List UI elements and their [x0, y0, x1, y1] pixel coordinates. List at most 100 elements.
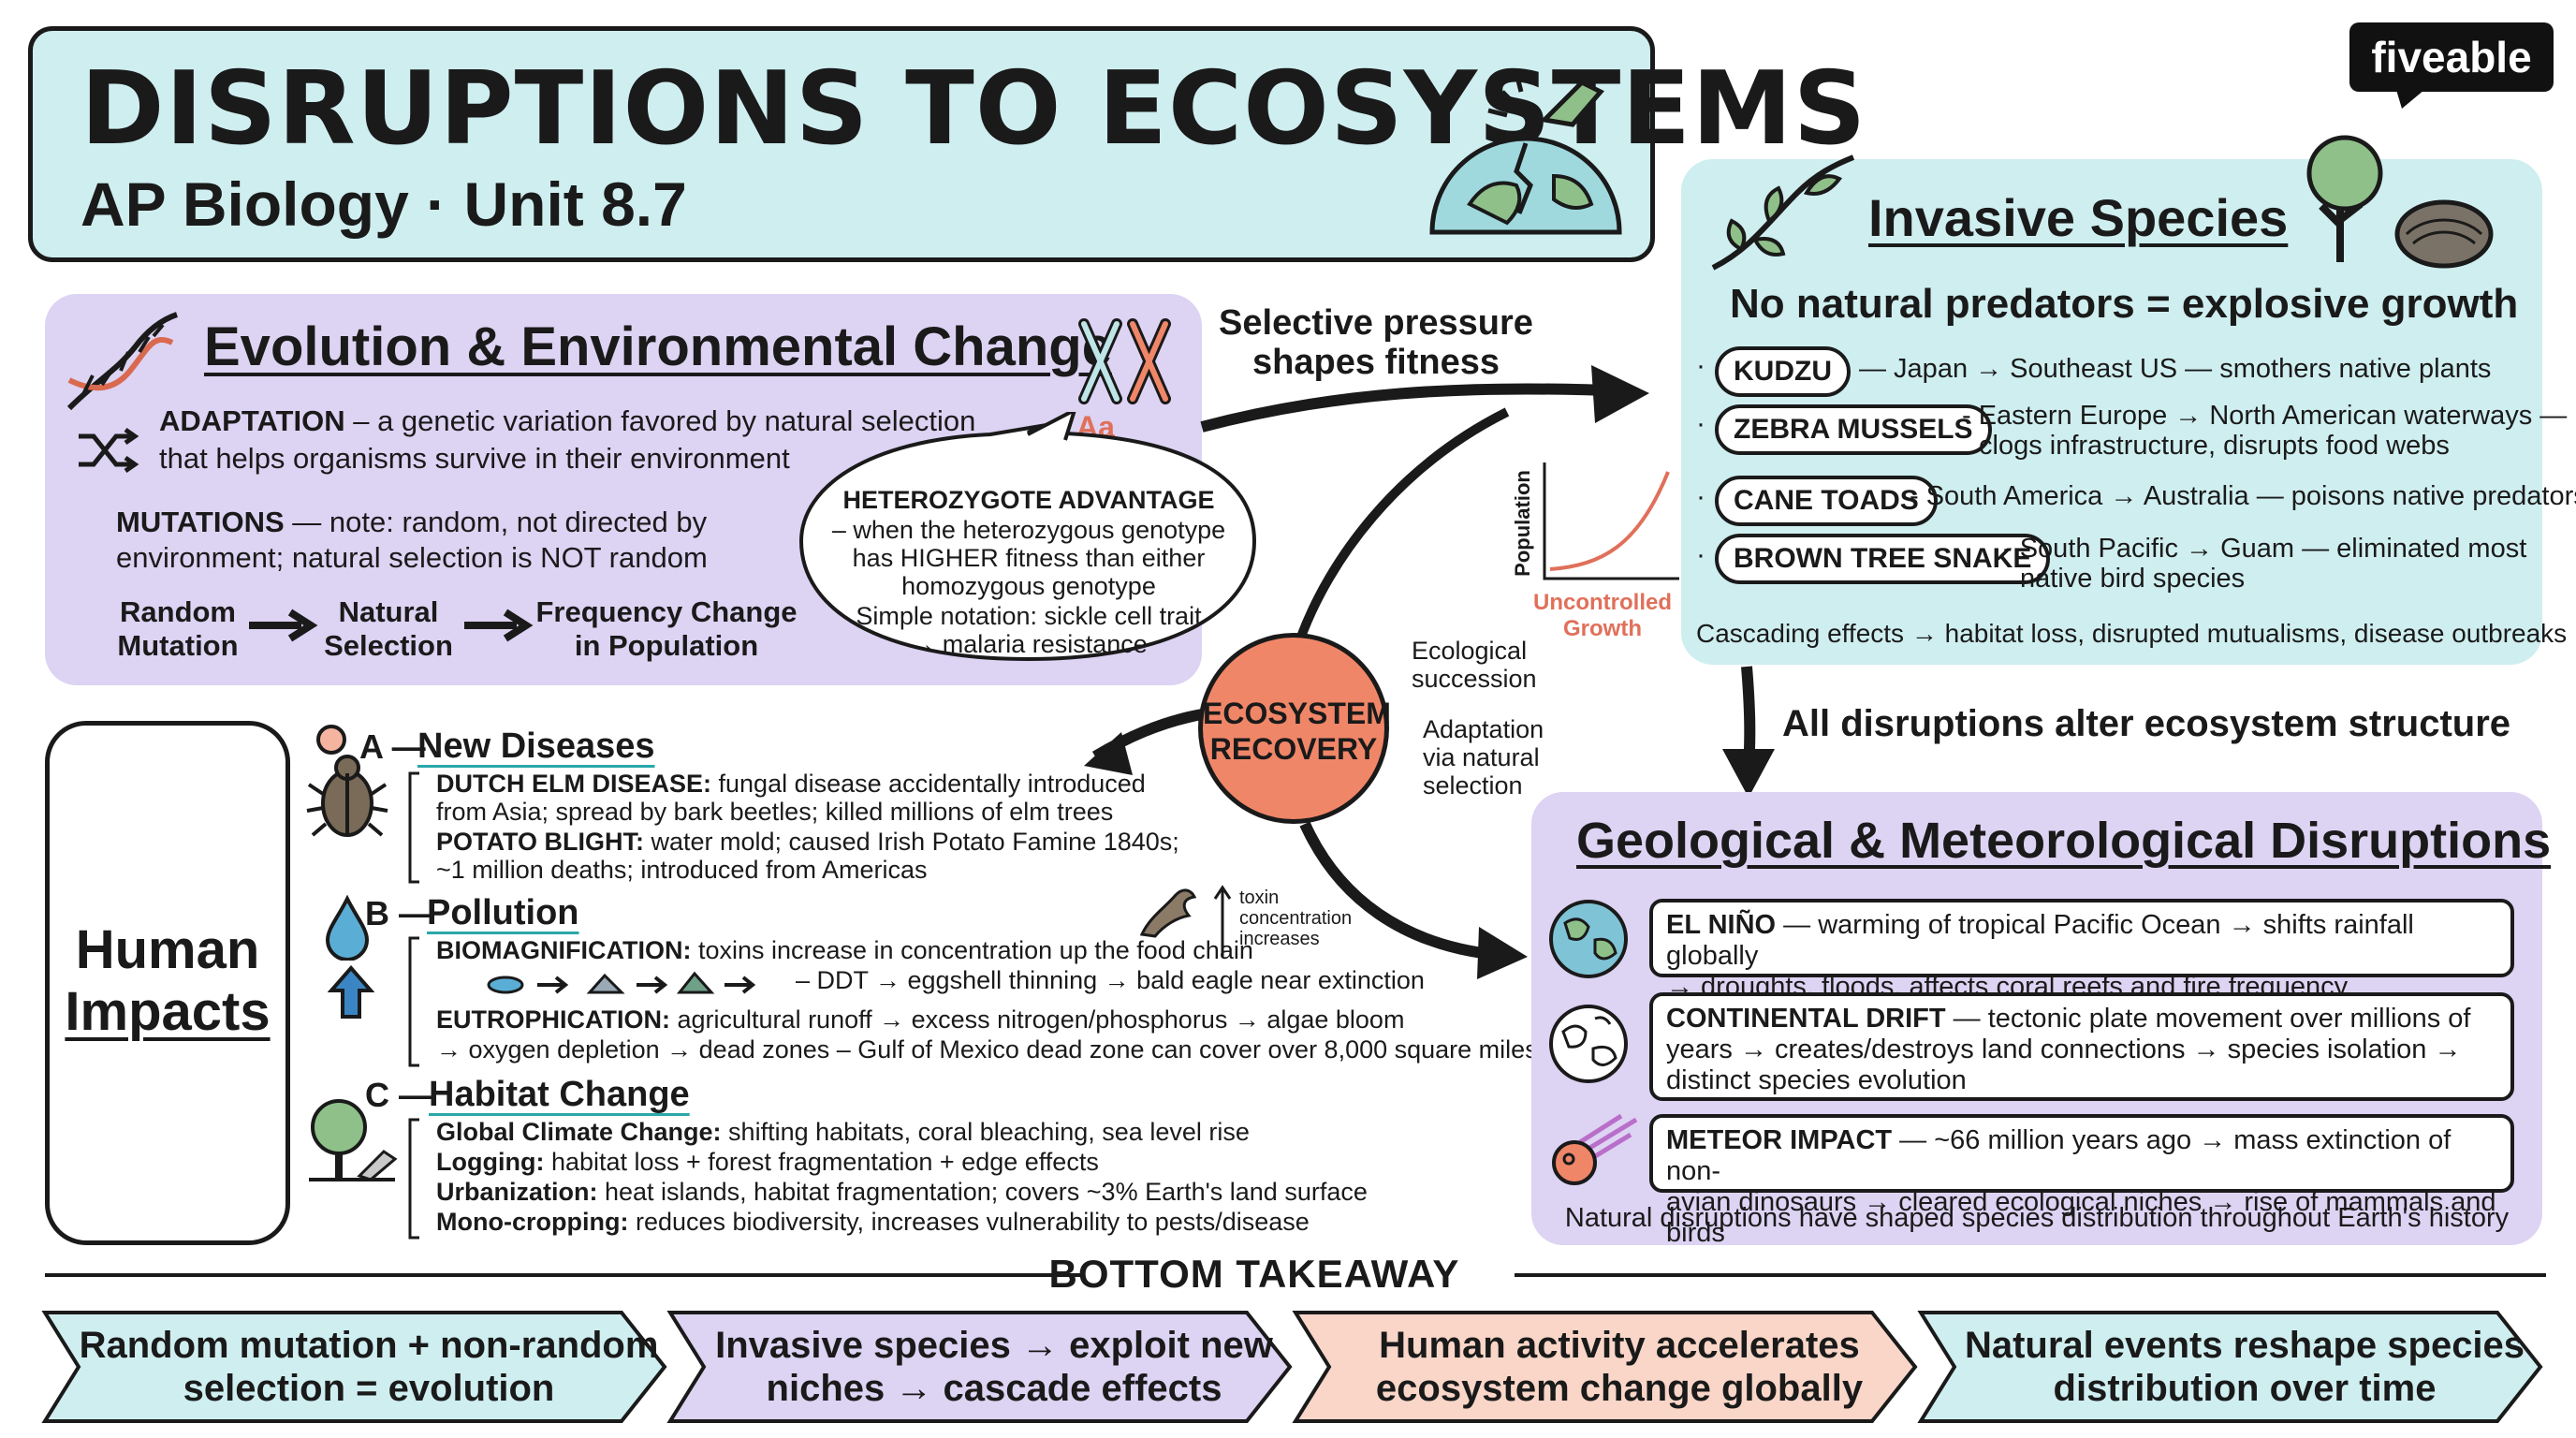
geo-footer: Natural disruptions have shaped species … — [1564, 1203, 2510, 1233]
zebra-text-2: clogs infrastructure, disrupts food webs — [1979, 431, 2450, 461]
continents-globe-icon — [1549, 1005, 1628, 1083]
habitat-letter: C — — [365, 1076, 432, 1114]
eutrophication-term: EUTROPHICATION: — [436, 1005, 670, 1034]
habitat-row-2: Logging: habitat loss + forest fragmenta… — [436, 1148, 1099, 1177]
diseases-title: New Diseases — [417, 726, 655, 766]
brand-text: fiveable — [2371, 33, 2532, 81]
logging-text: habitat loss + forest fragmentation + ed… — [544, 1148, 1099, 1176]
meteor-icon — [1552, 1114, 1638, 1185]
snake-bullet: · — [1696, 539, 1705, 570]
takeaway-card-3: Human activity accelerates ecosystem cha… — [1292, 1309, 1921, 1425]
pollution-row-4: → oxygen depletion → dead zones – Gulf o… — [436, 1035, 1538, 1064]
habitat-bracket — [408, 1118, 419, 1240]
zebra-mussels-pill: ZEBRA MUSSELS — [1715, 404, 1992, 455]
bubble-title: HETEROZYGOTE ADVANTAGE — [842, 486, 1215, 514]
logging-term: Logging: — [436, 1148, 545, 1176]
invasive-title: Invasive Species — [1868, 188, 2289, 247]
urbanization-term: Urbanization: — [436, 1178, 598, 1206]
dutch-elm-text-2: from Asia; spread by bark beetles; kille… — [436, 798, 1114, 826]
flow-random-mutation: Random Mutation — [117, 595, 239, 662]
kudzu-bullet: · — [1696, 350, 1705, 381]
cascade-text: Cascading effects → habitat loss, disrup… — [1696, 619, 2568, 648]
biomagnification-term: BIOMAGNIFICATION: — [436, 936, 692, 964]
takeaway-text-3: Human activity accelerates ecosystem cha… — [1375, 1325, 1864, 1409]
vine-icon — [1711, 154, 1855, 271]
pollution-row-1: BIOMAGNIFICATION: toxins increase in con… — [436, 936, 1253, 965]
drift-text: — tectonic plate movement over millions … — [1945, 1004, 2471, 1034]
climate-text: shifting habitats, coral bleaching, sea … — [721, 1118, 1250, 1146]
takeaway-chevron-2 — [666, 1311, 1293, 1423]
takeaway-card-2: Invasive species → exploit new niches → … — [666, 1309, 1295, 1425]
habitat-title: Habitat Change — [429, 1075, 690, 1114]
food-chain-icons — [487, 971, 756, 994]
habitat-row-4: Mono-cropping: reduces biodiversity, inc… — [436, 1208, 1310, 1237]
diseases-bracket — [408, 771, 419, 884]
flow-arrow-1 — [249, 609, 318, 642]
page-subtitle: AP Biology · Unit 8.7 — [80, 169, 687, 239]
potato-blight-text: water mold; caused Irish Potato Famine 1… — [644, 828, 1179, 856]
succession-label: Ecological succession — [1412, 637, 1537, 693]
bubble-line-4: Simple notation: sickle cell trait — [856, 602, 1202, 630]
pollution-letter: B — — [365, 894, 432, 932]
adaptation-line: ADAPTATION – a genetic variation favored… — [159, 404, 975, 438]
pollution-bracket — [408, 936, 419, 1067]
takeaway-text-4: Natural events reshape species distribut… — [1964, 1325, 2525, 1409]
diseases-row-1: DUTCH ELM DISEASE: fungal disease accide… — [436, 770, 1146, 799]
drift-line-2: years → creates/destroys land connection… — [1666, 1034, 2462, 1064]
el-nino-box: EL NIÑO — warming of tropical Pacific Oc… — [1649, 899, 2514, 1002]
kudzu-text: — Japan → Southeast US — smothers native… — [1859, 354, 2492, 384]
broken-earth-icon — [1429, 72, 1622, 235]
monocropping-text: reduces biodiversity, increases vulnerab… — [628, 1208, 1310, 1236]
diseases-row-2: from Asia; spread by bark beetles; kille… — [436, 798, 1113, 827]
climate-term: Global Climate Change: — [436, 1118, 722, 1146]
chromosome-icon — [1078, 318, 1171, 404]
meteor-line-1: METEOR IMPACT — ~66 million years ago → … — [1666, 1125, 2497, 1187]
flow-natural-selection: Natural Selection — [324, 595, 453, 662]
takeaway-chevron-1 — [41, 1311, 667, 1423]
graph-caption: Uncontrolled Growth — [1533, 590, 1672, 641]
bubble-line-1: – when the heterozygous genotype — [831, 516, 1226, 544]
shuffle-icon — [79, 427, 139, 474]
flow-frequency-change: Frequency Change in Population — [535, 595, 798, 662]
kudzu-pill: KUDZU — [1715, 346, 1851, 397]
takeaway-chevron-4 — [1917, 1311, 2543, 1423]
mussel-icon — [2394, 199, 2494, 269]
adaptation-via-label: Adaptation via natural selection — [1423, 715, 1544, 800]
toxin-note: toxin concentration increases — [1239, 888, 1353, 949]
dna-icon — [66, 312, 179, 411]
evolution-title: Evolution & Environmental Change — [204, 316, 1112, 377]
mutations-term: MUTATIONS — [116, 506, 285, 538]
meteor-text: — ~66 million years ago → mass extinctio… — [1666, 1125, 2452, 1186]
el-nino-line-1: EL NIÑO — warming of tropical Pacific Oc… — [1666, 910, 2497, 972]
speech-bubble — [798, 412, 1257, 662]
bubble-line-2: has HIGHER fitness than either — [852, 544, 1206, 572]
meteor-term: METEOR IMPACT — [1666, 1125, 1893, 1155]
snake-text: - South Pacific → Guam — eliminated most — [2003, 534, 2527, 564]
mutations-text: — note: random, not directed by — [284, 506, 708, 538]
diseases-row-3: POTATO BLIGHT: water mold; caused Irish … — [436, 828, 1179, 857]
flow-arrow-2 — [464, 609, 534, 642]
eagle-icon — [1139, 888, 1197, 938]
drift-line-1: CONTINENTAL DRIFT — tectonic plate movem… — [1666, 1004, 2497, 1034]
zebra-bullet: · — [1696, 408, 1705, 439]
human-label-2: Impacts — [65, 981, 271, 1042]
geo-title: Geological & Meteorological Disruptions — [1576, 813, 2552, 869]
pollution-row-3: EUTROPHICATION: agricultural runoff → ex… — [436, 1005, 1404, 1034]
globe-icon — [1549, 900, 1628, 978]
human-impacts-box — [45, 721, 290, 1245]
el-nino-term: EL NIÑO — [1666, 910, 1777, 940]
invasive-headline: No natural predators = explosive growth — [1730, 281, 2519, 327]
connector-label: All disruptions alter ecosystem structur… — [1782, 703, 2511, 744]
takeaway-card-1: Random mutation + non-random selection =… — [41, 1309, 670, 1425]
logging-tree-icon — [309, 1099, 398, 1181]
ddt-text: – DDT → eggshell thinning → bald eagle n… — [796, 966, 1425, 994]
takeaway-text-2: Invasive species → exploit new niches → … — [715, 1325, 1273, 1409]
drift-line-3: distinct species evolution — [1666, 1065, 1967, 1095]
el-nino-text: — warming of tropical Pacific Ocean → sh… — [1666, 910, 2414, 971]
cane-text: - South America → Australia — poisons na… — [1910, 481, 2576, 511]
pollution-title: Pollution — [427, 893, 579, 932]
recovery-label: ECOSYSTEM RECOVERY — [1203, 697, 1391, 766]
potato-blight-term: POTATO BLIGHT: — [436, 828, 644, 856]
habitat-row-1: Global Climate Change: shifting habitats… — [436, 1118, 1250, 1147]
